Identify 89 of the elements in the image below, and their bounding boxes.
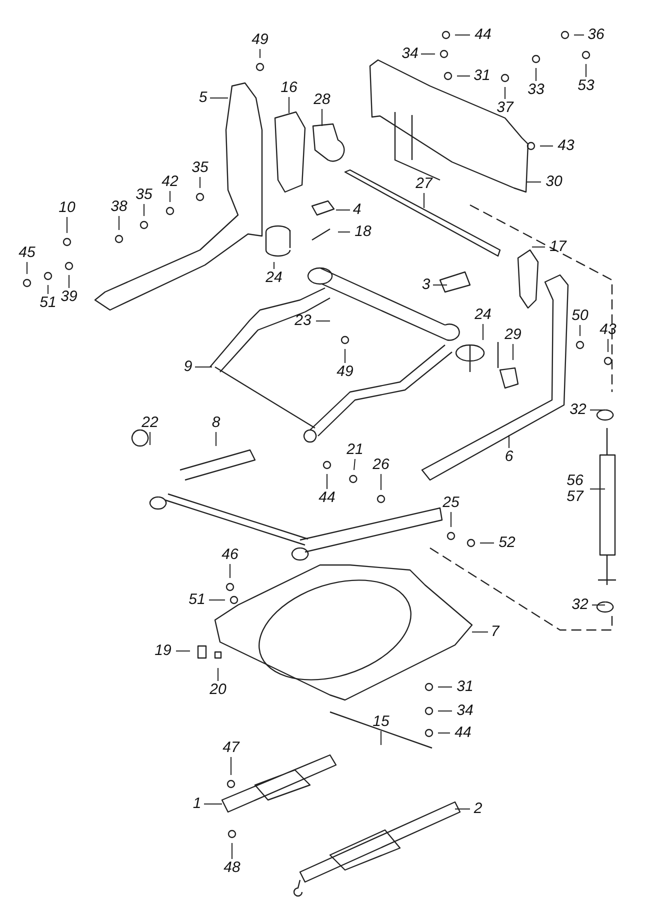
callout-number: 44 xyxy=(318,490,336,506)
leader-line xyxy=(454,34,470,36)
leader-line xyxy=(326,474,328,490)
leader-line xyxy=(512,344,514,360)
callout-number: 35 xyxy=(136,187,152,203)
callout-number: 49 xyxy=(336,364,354,380)
callout-number: 45 xyxy=(18,245,36,261)
leader-line xyxy=(590,488,606,490)
leader-line xyxy=(26,262,28,274)
leader-line xyxy=(438,686,452,688)
callout-number: 15 xyxy=(372,714,390,730)
callout-number: 57 xyxy=(566,489,584,505)
callout-number: 32 xyxy=(572,597,588,613)
callout-number: 36 xyxy=(588,27,604,43)
leader-line xyxy=(194,366,212,368)
callout-number: 56 xyxy=(566,473,584,489)
callout-number: 10 xyxy=(58,200,76,216)
callout-number: 24 xyxy=(474,307,492,323)
callout-number: 38 xyxy=(110,199,128,215)
leader-line xyxy=(454,808,470,810)
callout-number: 8 xyxy=(212,415,220,431)
callout-number: 49 xyxy=(252,32,268,48)
leader-line xyxy=(380,474,382,490)
callout-number: 16 xyxy=(280,80,298,96)
callout-number: 24 xyxy=(266,270,282,286)
leader-line xyxy=(574,34,584,36)
callout-number: 4 xyxy=(352,202,362,218)
callout-number: 23 xyxy=(294,313,312,329)
callout-number: 25 xyxy=(442,495,460,511)
callout-number: 51 xyxy=(40,295,56,311)
callout-number: 27 xyxy=(416,176,432,192)
leader-line xyxy=(380,730,382,746)
leader-line xyxy=(66,216,68,234)
leader-line xyxy=(354,458,356,470)
callout-number: 9 xyxy=(184,359,192,375)
leader-line xyxy=(68,274,70,288)
callout-number: 43 xyxy=(558,138,574,154)
leader-line xyxy=(344,348,346,364)
callout-number: 33 xyxy=(528,82,544,98)
callout-number: 34 xyxy=(402,46,418,62)
callout-number: 20 xyxy=(210,682,226,698)
callout-number: 31 xyxy=(456,679,474,695)
callout-number: 44 xyxy=(454,725,472,741)
callout-number: 43 xyxy=(600,322,616,338)
callout-number: 52 xyxy=(498,535,516,551)
callout-number: 19 xyxy=(154,643,172,659)
leader-line xyxy=(288,96,290,114)
leader-line xyxy=(176,650,190,652)
callout-number: 47 xyxy=(222,740,240,756)
callout-number: 28 xyxy=(314,92,330,108)
callout-number: 48 xyxy=(224,860,240,876)
callout-number: 37 xyxy=(496,100,514,116)
callout-number: 22 xyxy=(142,415,158,431)
leader-line xyxy=(450,512,452,528)
callout-number: 21 xyxy=(346,442,364,458)
callout-number: 5 xyxy=(198,90,208,106)
callout-number: 30 xyxy=(546,174,562,190)
leader-line xyxy=(532,246,546,248)
callout-number: 39 xyxy=(60,289,78,305)
callout-number: 7 xyxy=(490,624,500,640)
callout-number: 31 xyxy=(474,68,490,84)
callout-number: 29 xyxy=(504,327,522,343)
callout-number: 51 xyxy=(188,592,206,608)
leader-line xyxy=(508,434,510,448)
callout-number: 26 xyxy=(372,457,390,473)
callout-number: 50 xyxy=(572,308,588,324)
callout-number: 6 xyxy=(504,449,514,465)
callout-number: 17 xyxy=(550,239,566,255)
leader-line xyxy=(432,284,448,286)
leader-line xyxy=(482,324,484,340)
leader-line xyxy=(480,542,494,544)
callout-number: 46 xyxy=(222,547,238,563)
callout-number: 35 xyxy=(192,160,208,176)
leader-line xyxy=(438,710,452,712)
leader-line xyxy=(118,216,120,230)
callout-number: 1 xyxy=(192,796,202,812)
callout-number: 42 xyxy=(162,174,178,190)
callout-number: 32 xyxy=(570,402,586,418)
leader-line xyxy=(504,86,506,100)
leader-line xyxy=(316,320,330,322)
callout-number: 2 xyxy=(474,801,482,817)
callout-number: 18 xyxy=(354,224,372,240)
callout-number: 34 xyxy=(456,703,474,719)
callout-number: 53 xyxy=(578,78,594,94)
leader-line xyxy=(230,756,232,776)
leader-line xyxy=(438,732,450,734)
callout-number: 44 xyxy=(474,27,492,43)
callout-number: 3 xyxy=(422,277,430,293)
leader-line xyxy=(592,604,606,606)
